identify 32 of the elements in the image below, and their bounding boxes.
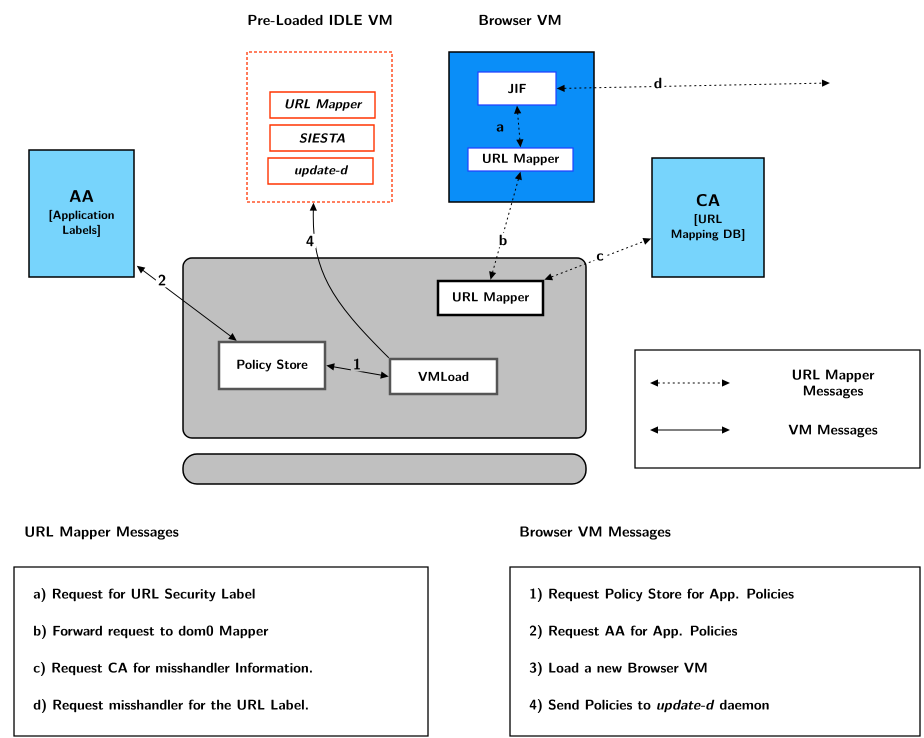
component-box: Policy Store (218, 340, 326, 390)
message-line: 1) Request Policy Store for App. Policies (530, 588, 794, 602)
legend-text: URL Mapper Messages (792, 370, 874, 398)
message-line: 2) Request AA for App. Policies (530, 624, 738, 639)
component-box: update-d (267, 157, 374, 185)
agent-box: AA [Application Labels] (28, 149, 135, 278)
hypervisor-bar (182, 453, 587, 485)
panel-heading: Browser VM Messages (520, 526, 670, 540)
box-title: Pre-Loaded IDLE VM (248, 14, 392, 26)
edge-label: 1 (350, 356, 364, 372)
agent-box: CA [URL Mapping DB] (651, 157, 765, 278)
component-box: URL Mapper (467, 147, 574, 172)
edge-label: c (594, 251, 606, 263)
edge-label: a (494, 122, 506, 134)
edge-label: 2 (156, 272, 168, 288)
box-title: Browser VM (480, 14, 560, 26)
legend-text: VM Messages (788, 424, 878, 438)
component-box: JIF (477, 71, 557, 106)
message-line: b) Forward request to dom0 Mapper (34, 624, 268, 639)
component-box: URL Mapper (436, 280, 544, 316)
component-box: VMLoad (388, 358, 498, 396)
edge-label: 4 (304, 234, 316, 248)
message-line: 3) Load a new Browser VM (530, 662, 706, 676)
edge-label: d (652, 76, 664, 90)
message-line: c) Request CA for misshandler Information. (34, 662, 312, 676)
message-line: a) Request for URL Security Label (34, 588, 255, 602)
panel-heading: URL Mapper Messages (26, 526, 178, 540)
component-box: URL Mapper (269, 91, 376, 119)
message-line: d) Request misshandler for the URL Label. (34, 698, 308, 713)
component-box: SIESTA (269, 124, 375, 152)
edge-label: b (496, 232, 510, 248)
message-line: 4) Send Policies to update-d daemon (530, 698, 769, 713)
